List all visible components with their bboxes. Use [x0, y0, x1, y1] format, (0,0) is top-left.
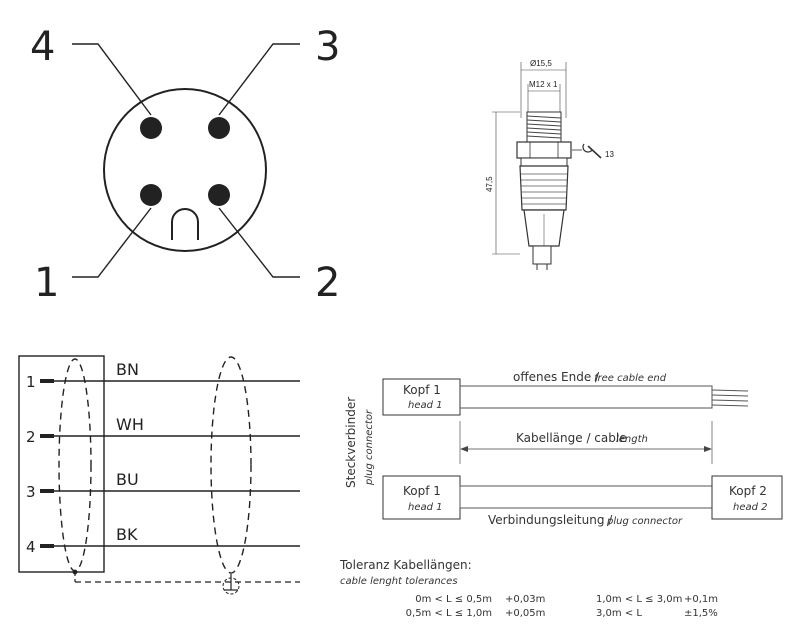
pin-4-contact	[140, 117, 162, 139]
head1-top-en: head 1	[408, 400, 443, 411]
wiring-schematic: 1 BN 2 WH 3 BU 4 BK	[18, 355, 300, 595]
pin-label-3: 3	[315, 24, 340, 70]
wire-num-1: 1	[26, 373, 36, 391]
length-dimension-label: 47,5	[485, 176, 494, 192]
head1-bottom-en: head 1	[408, 502, 443, 513]
head1-box-top	[382, 378, 461, 416]
tolerance-title: Toleranz Kabellängen:	[339, 558, 472, 572]
side-label-de: Steckverbinder	[344, 397, 358, 488]
connector-side-view: Ø15,5 M12 x 1 47,5 13	[485, 59, 614, 270]
free-end-label-en: free cable end	[594, 373, 667, 384]
shield-ellipse-left	[58, 358, 92, 572]
wire-color-bk: BK	[116, 525, 138, 544]
free-cable	[460, 385, 713, 409]
side-label-en: plug connector	[364, 409, 375, 486]
wire-color-bn: BN	[116, 360, 139, 379]
conn-label-en: plug connector	[606, 516, 683, 527]
wire-num-2: 2	[26, 428, 36, 446]
pin-1-contact	[140, 184, 162, 206]
pinout-face: 4 3 1 2	[30, 24, 340, 306]
pin-4-leader	[72, 43, 152, 116]
pin-2-contact	[208, 184, 230, 206]
tol-value-2: +0,05m	[505, 608, 545, 619]
pin-2-leader	[218, 207, 300, 278]
tol-range-1: 0m < L ≤ 0,5m	[415, 594, 492, 605]
wrench-size-label: 13	[605, 150, 614, 159]
pin-label-4: 4	[30, 24, 55, 70]
pin-3-contact	[208, 117, 230, 139]
shield-ellipse-right	[210, 356, 252, 574]
head2-de: Kopf 2	[729, 484, 767, 498]
tol-range-2: 0,5m < L ≤ 1,0m	[406, 608, 492, 619]
pin-3-leader	[218, 43, 300, 116]
tol-value-1: +0,03m	[505, 594, 545, 605]
wire-color-wh: WH	[116, 415, 144, 434]
head1-box-bottom	[382, 475, 461, 520]
pin-label-1: 1	[34, 260, 59, 306]
wire-color-bu: BU	[116, 470, 139, 489]
pin-label-2: 2	[315, 260, 340, 306]
head2-box	[711, 475, 783, 520]
wrench-icon	[572, 143, 602, 159]
wire-num-3: 3	[26, 483, 36, 501]
length-label-de: Kabellänge / cable	[516, 431, 627, 445]
pin-1-leader	[72, 207, 152, 278]
tol-range-4: 3,0m < L	[596, 608, 642, 619]
tolerance-table: Toleranz Kabellängen: cable lenght toler…	[339, 558, 718, 619]
ground-icon	[222, 574, 240, 595]
coding-key	[171, 208, 199, 240]
head2-en: head 2	[733, 502, 768, 513]
connector-face-outline	[103, 88, 267, 252]
tol-range-3: 1,0m < L ≤ 3,0m	[596, 594, 682, 605]
conn-label-de: Verbindungsleitung /	[488, 513, 613, 527]
wire-num-4: 4	[26, 538, 36, 556]
thread-label: M12 x 1	[529, 80, 558, 89]
tol-value-3: +0,1m	[684, 594, 718, 605]
free-end-label-de: offenes Ende /	[513, 370, 600, 384]
length-label-en: length	[616, 434, 648, 445]
cable-diagrams: Steckverbinder plug connector Kopf 1 hea…	[344, 370, 783, 527]
diameter-label: Ø15,5	[530, 59, 552, 68]
head1-top-de: Kopf 1	[403, 383, 441, 397]
connector-box	[18, 355, 105, 573]
tol-value-4: ±1,5%	[684, 608, 718, 619]
tolerance-subtitle: cable lenght tolerances	[340, 576, 458, 587]
connecting-cable	[459, 485, 713, 509]
head1-bottom-de: Kopf 1	[403, 484, 441, 498]
